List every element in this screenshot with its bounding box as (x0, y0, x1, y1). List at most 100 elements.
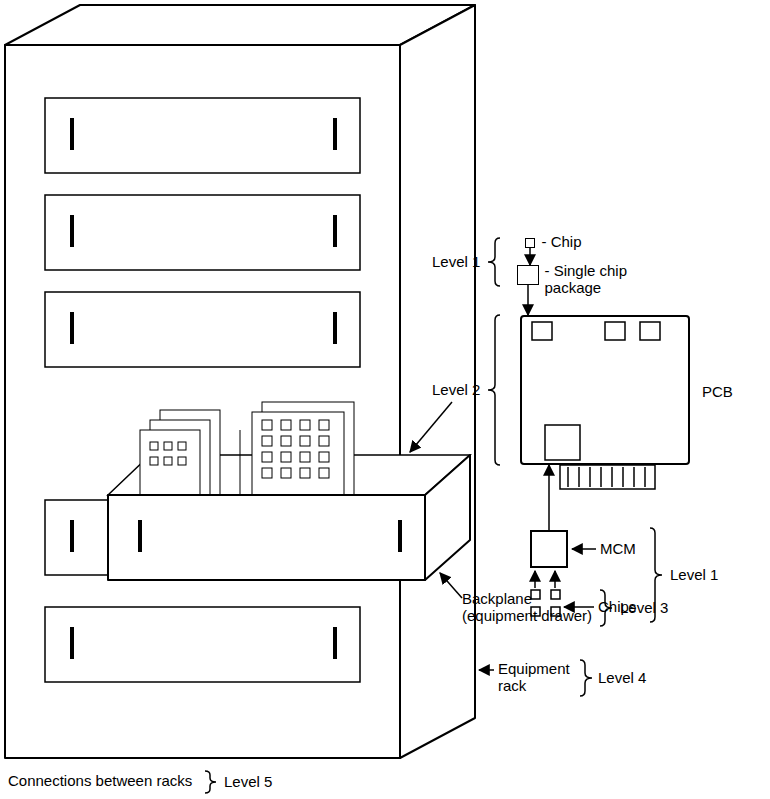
pcb-component (532, 322, 552, 340)
note-text: Connections between racks (8, 772, 192, 789)
card-chip (281, 468, 291, 478)
drawer-slot (45, 98, 360, 173)
curly-brace (205, 238, 662, 793)
card-chip (150, 457, 158, 465)
leader-arrow (572, 548, 596, 550)
curly-brace (488, 238, 500, 286)
edge-connector (560, 465, 655, 489)
card-chip (319, 436, 329, 446)
node-label: MCM (600, 540, 636, 557)
card-chip (262, 420, 272, 430)
pcb-component (640, 322, 660, 340)
circuit-card (140, 430, 200, 498)
leader-arrow (554, 571, 556, 588)
connector-arrow (529, 248, 531, 265)
curly-brace (488, 315, 500, 465)
card-chip (281, 436, 291, 446)
level-label: Level 1 (432, 253, 480, 270)
curly-brace (580, 660, 592, 696)
card-chip (300, 420, 310, 430)
circuit-card (240, 430, 241, 495)
card-chip (164, 442, 172, 450)
pcb-component (545, 425, 580, 460)
drawer-slot (45, 98, 360, 682)
edge-connector (633, 467, 635, 487)
card-chip (300, 436, 310, 446)
card-chip (178, 442, 186, 450)
drawer-handle (333, 215, 337, 247)
chip-symbol (551, 590, 560, 599)
level-label: Level 5 (224, 773, 272, 790)
drawer-handle (138, 520, 402, 552)
card-chip (300, 452, 310, 462)
leader-arrow (410, 402, 596, 670)
drawer-handle (70, 627, 74, 659)
card-chip (178, 457, 186, 465)
pcb-component (532, 322, 660, 460)
connector-arrow (527, 285, 529, 315)
card-chip (262, 468, 272, 478)
edge-connector (644, 467, 646, 487)
equipment-rack (5, 5, 475, 758)
equipment-drawer (425, 455, 470, 580)
node-label: - Chip (542, 233, 582, 250)
drawer-handle (70, 215, 74, 247)
level-label: Level 3 (620, 599, 668, 616)
drawer-slot (45, 292, 360, 367)
card-chip (164, 457, 172, 465)
edge-connector (600, 467, 602, 487)
circuit-card (252, 412, 344, 498)
drawer-handle (333, 627, 337, 659)
card-chip (262, 452, 272, 462)
edge-connector (622, 467, 624, 487)
leader-arrow (534, 571, 536, 588)
curly-brace (205, 771, 216, 793)
connector-arrow (548, 465, 550, 530)
card-chip (281, 420, 291, 430)
edge-connector (578, 467, 580, 487)
drawer-handle (333, 118, 337, 150)
edge-connector (560, 465, 655, 489)
card-chip (262, 436, 272, 446)
pcb-component (605, 322, 625, 340)
drawer-slot (45, 195, 360, 270)
part-name: Backplane (equipment drawer) (462, 590, 602, 625)
card-chip (150, 420, 329, 478)
equipment-drawer (108, 455, 470, 580)
drawer-slot (45, 607, 360, 682)
equipment-drawer (108, 495, 425, 580)
pcb-board: PCB (520, 315, 690, 465)
chip-symbol (531, 590, 540, 599)
package-box: - Single chip package (517, 265, 539, 285)
chip-box: - Chip (525, 238, 535, 248)
drawer-handle (398, 520, 402, 552)
level-label: Level 1 (670, 566, 718, 583)
leader-arrow (479, 669, 494, 671)
drawer-handle (70, 312, 74, 344)
card-chip (281, 452, 291, 462)
drawer-handle (333, 312, 337, 344)
edge-connector (567, 467, 569, 487)
leader-arrow (440, 573, 462, 598)
mcm-box: MCM (530, 530, 568, 568)
leader-arrow (410, 402, 452, 452)
card-chip (319, 468, 329, 478)
drawer-handle (138, 520, 142, 552)
card-chip (300, 468, 310, 478)
level-label: Level 4 (598, 669, 646, 686)
card-chip (319, 420, 329, 430)
level-label: Level 2 (432, 381, 480, 398)
card-chip (319, 452, 329, 462)
edge-connector (589, 467, 591, 487)
equipment-rack (5, 45, 400, 758)
part-name: Equipment rack (498, 660, 583, 695)
node-label: - Single chip package (545, 262, 645, 297)
equipment-rack (5, 5, 475, 45)
circuit-card (140, 402, 354, 498)
drawer-handle (70, 520, 74, 552)
drawer-handle (70, 118, 74, 150)
